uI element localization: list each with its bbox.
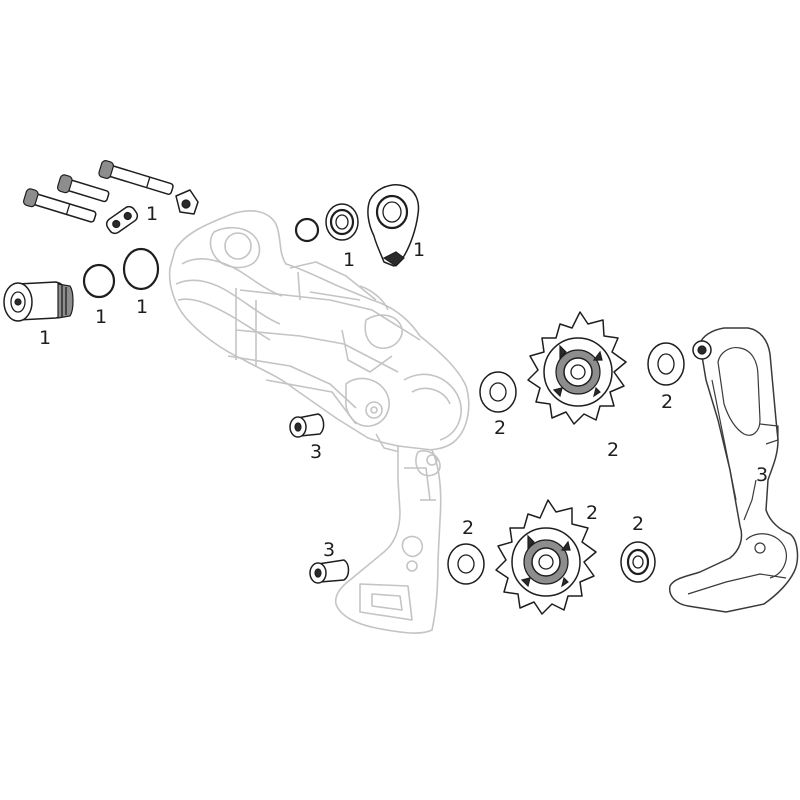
oring-large-label: 1 — [136, 296, 148, 318]
barrel-label: 1 — [39, 327, 51, 349]
upper-pulley-washer-right — [647, 342, 685, 386]
bolt-long-upper — [98, 160, 174, 195]
bolt-kit — [22, 160, 199, 235]
cage-label: 3 — [756, 464, 768, 486]
derailleur-body-outline — [168, 210, 470, 453]
o-ring-small — [82, 263, 116, 299]
o-ring-large — [122, 247, 160, 291]
spacer-ring — [294, 217, 320, 243]
lower-pulley-washer-right — [620, 541, 656, 583]
lower-washer-right-label: 2 — [632, 513, 644, 535]
lower-jockey-pulley — [495, 499, 597, 615]
barrel-adjuster — [3, 281, 74, 322]
bearing-washer — [325, 203, 359, 241]
upper-washer-left-label: 2 — [494, 417, 506, 439]
bushing-lower-label: 3 — [323, 539, 335, 561]
lower-pulley-label: 2 — [586, 502, 598, 524]
lower-washer-left-label: 2 — [462, 517, 474, 539]
cable-pinch-block — [175, 189, 199, 215]
oring-small-label: 1 — [95, 306, 107, 328]
upper-pulley-label: 2 — [607, 439, 619, 461]
bolt-kit-label: 1 — [146, 203, 158, 225]
bushing-upper-label: 3 — [310, 441, 322, 463]
derailleur-knuckle-outline — [334, 445, 442, 634]
upper-pulley-washer-left — [479, 371, 517, 413]
jockey-washer-label: 1 — [343, 249, 355, 271]
hanger-label: 1 — [413, 239, 425, 261]
bolt-long-lower — [22, 188, 97, 223]
lower-pulley-washer-left — [447, 543, 485, 585]
upper-washer-right-label: 2 — [661, 391, 673, 413]
outer-cage-plate — [668, 327, 799, 613]
clamp-plate — [105, 205, 139, 235]
upper-jockey-pulley — [527, 311, 627, 425]
bolt-short-middle — [56, 174, 110, 203]
callout-labels: 1 1 1 1 1 1 3 3 2 2 2 2 2 2 3 — [39, 203, 768, 561]
derailleur-hanger — [367, 184, 420, 267]
cage-bushing-lower — [309, 559, 350, 584]
cage-bushing-upper — [289, 413, 325, 438]
